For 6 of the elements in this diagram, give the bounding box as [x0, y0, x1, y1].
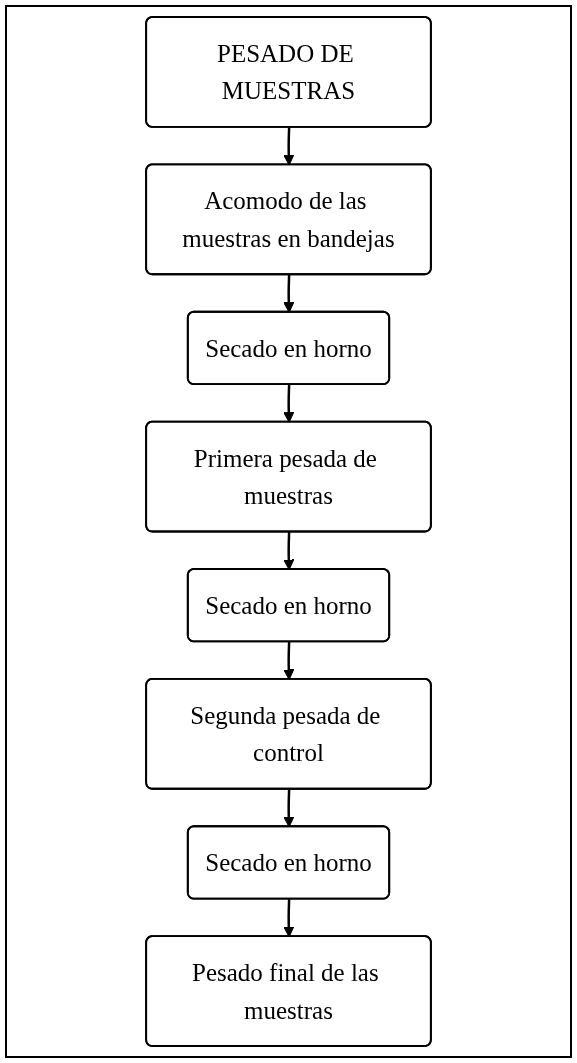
arrow — [283, 899, 295, 938]
arrow — [283, 384, 295, 423]
arrow — [283, 641, 295, 680]
arrow — [283, 789, 295, 828]
arrow — [283, 274, 295, 313]
arrow — [283, 127, 295, 166]
